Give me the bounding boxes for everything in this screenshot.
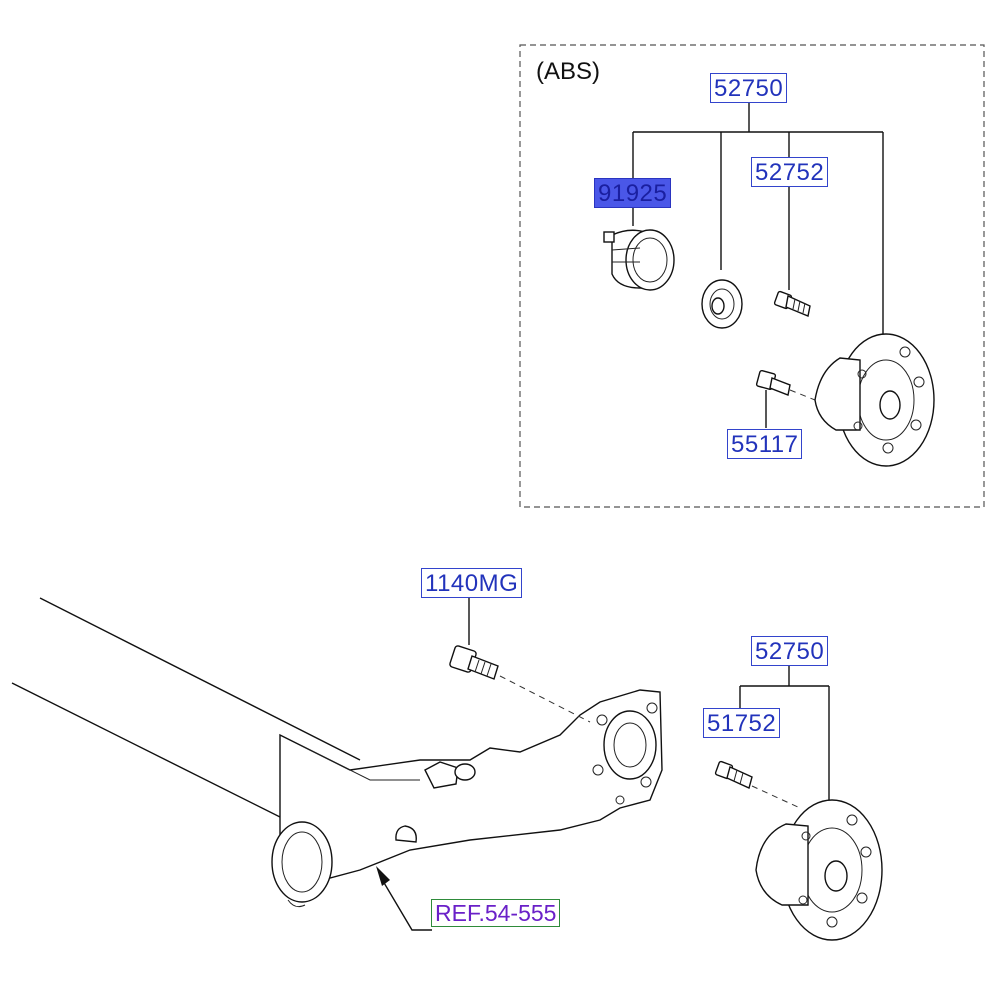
abs-hub-assembly-part[interactable] <box>814 333 935 467</box>
hub-bolt-label[interactable]: 51752 <box>703 708 781 738</box>
reference-label[interactable]: REF.54-555 <box>431 899 561 927</box>
reference-leader <box>376 866 432 931</box>
hub-assembly-label[interactable]: 52750 <box>751 636 829 666</box>
axle-bolt-part[interactable] <box>449 597 591 723</box>
hub-bolt-part[interactable] <box>714 760 801 809</box>
abs-hub-bolt-label[interactable]: 52752 <box>751 157 829 187</box>
abs-sensor-part[interactable] <box>603 229 675 291</box>
abs-group-frame <box>519 44 985 508</box>
abs-washer-part[interactable] <box>701 279 743 329</box>
abs-sensor-label[interactable]: 91925 <box>594 178 672 208</box>
hub-leader-lines <box>739 666 830 800</box>
torsion-beam-axle-part[interactable] <box>11 597 663 908</box>
hub-assembly-part[interactable] <box>755 799 883 941</box>
axle-bolt-label[interactable]: 1140MG <box>421 568 523 598</box>
abs-group-caption: (ABS) <box>536 58 601 85</box>
abs-hub-bolt-part[interactable] <box>773 290 811 317</box>
abs-hub-assembly-label[interactable]: 52750 <box>710 73 788 103</box>
abs-leader-lines <box>632 103 884 428</box>
abs-mount-bolt-label[interactable]: 55117 <box>727 429 803 459</box>
